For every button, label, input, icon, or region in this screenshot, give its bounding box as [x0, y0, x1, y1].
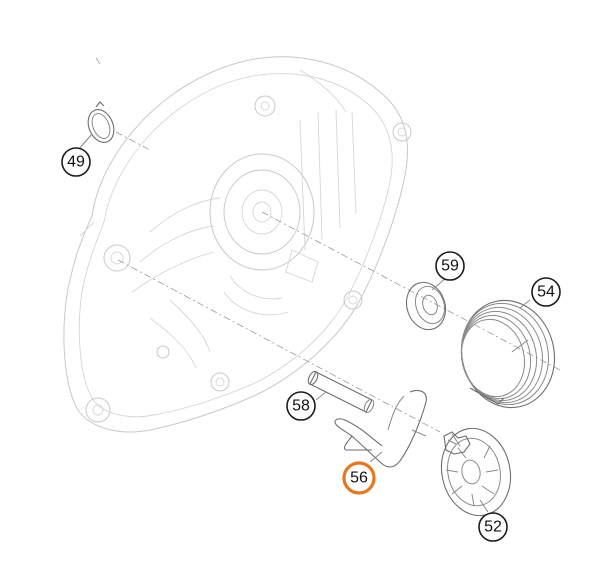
circlip-part — [87, 101, 115, 143]
spring-clip-part — [334, 389, 427, 468]
callout-52: 52 — [478, 512, 508, 542]
callout-label: 56 — [350, 470, 368, 487]
callout-49: 49 — [61, 147, 91, 177]
callout-label: 52 — [484, 519, 502, 536]
callout-59: 59 — [435, 251, 465, 281]
callout-label: 59 — [441, 258, 459, 275]
callout-label: 54 — [537, 284, 555, 301]
callout-label: 58 — [292, 398, 310, 415]
callout-ring — [531, 277, 561, 307]
callout-ring — [286, 391, 316, 421]
callout-ring — [478, 512, 508, 542]
coil-spring-part — [460, 299, 556, 409]
callout-ring — [61, 147, 91, 177]
shaft-pin-part — [307, 370, 375, 414]
callout-ring — [435, 251, 465, 281]
callout-58: 58 — [286, 391, 316, 421]
callout-54: 54 — [531, 277, 561, 307]
callout-highlight-ring — [342, 461, 376, 495]
callout-56-highlighted: 56 — [342, 461, 376, 495]
washer-part — [405, 281, 447, 331]
kick-gear-part — [440, 427, 512, 517]
assembly-axis-lines — [95, 57, 561, 433]
engine-cover-housing — [63, 56, 412, 433]
leader-lines — [77, 133, 531, 513]
callout-label: 49 — [67, 154, 85, 171]
